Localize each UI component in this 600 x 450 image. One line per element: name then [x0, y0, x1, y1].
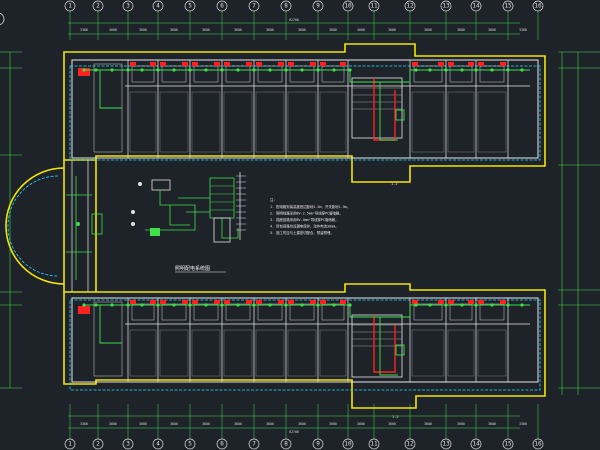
stair-tag-upper: 1-2 [391, 182, 398, 186]
top-overall-dimension: 62700 [289, 18, 299, 22]
grid-axis-label: 11 [370, 441, 378, 448]
dimension-segment: 3600 [109, 422, 117, 426]
note-line: 1. 配电箱安装高度底边距地1.5m，开关距地1.3m。 [270, 204, 350, 209]
dimension-bottom: 62700 3300 3600 3600 3600 3600 3600 3600 3600 36… [68, 415, 527, 434]
grid-axis-label: 13 [442, 3, 450, 10]
upper-wing: 1-2 [63, 43, 546, 186]
grid-axis-label: 10 [344, 441, 352, 448]
dimension-segment: 3600 [424, 422, 432, 426]
dimension-segment: 3600 [234, 422, 242, 426]
grid-axis-label: 8 [284, 3, 288, 10]
dimension-segment: 3600 [357, 422, 365, 426]
grid-axis-label: 14 [472, 3, 480, 10]
dimension-segment: 3600 [388, 422, 396, 426]
notes-heading: 注： [270, 197, 277, 202]
dimension-segment: 3600 [488, 28, 496, 32]
grid-axis-label: 10 [344, 3, 352, 10]
grid-axis-label: 3 [126, 3, 130, 10]
note-line: 5. 施工时应与土建密切配合，预留预埋。 [270, 230, 334, 235]
dimension-left [0, 51, 22, 389]
grid-axis-label: 15 [504, 441, 512, 448]
grid-axis-label: 12 [406, 3, 414, 10]
grid-axis-label: 6 [220, 441, 224, 448]
grid-axis-label: 5 [188, 3, 192, 10]
distribution-system-diagram [131, 172, 246, 243]
dimension-segment: 3600 [488, 422, 496, 426]
note-line: 3. 插座回路采用BV-4mm²导线穿PC管暗敷。 [270, 217, 339, 222]
grid-axis-label: 7 [252, 3, 256, 10]
grid-axis-label: 1 [68, 3, 72, 10]
grid-axis-label: 9 [316, 3, 320, 10]
dimension-right [558, 51, 600, 395]
dimension-top: 62700 3300 3600 3600 3600 3600 3600 3600 3600 36… [68, 18, 527, 35]
dimension-segment: 3600 [139, 28, 147, 32]
dimension-segment: 3600 [139, 422, 147, 426]
grid-axis-label: 14 [472, 441, 480, 448]
dimension-segment: 3600 [266, 422, 274, 426]
lower-wing: 1-2 [63, 283, 546, 419]
diagram-caption: 照明配电系统图 [175, 265, 210, 272]
grid-axis-label: 13 [442, 441, 450, 448]
dimension-segment: 3600 [298, 28, 306, 32]
dimension-segment: 3600 [202, 28, 210, 32]
grid-axis-label: 9 [316, 441, 320, 448]
note-line: 4. 所有回路均设漏电保护，动作电流30mA。 [270, 224, 339, 229]
grid-axis-label: 12 [406, 441, 414, 448]
grid-axis-label: 6 [220, 3, 224, 10]
dimension-segment: 3300 [519, 422, 527, 426]
dimension-segment: 3600 [234, 28, 242, 32]
grid-axis-label: 2 [96, 3, 100, 10]
dimension-segment: 3300 [80, 422, 88, 426]
grid-axis-label: 1 [68, 441, 72, 448]
grid-axis-label: 11 [370, 3, 378, 10]
dimension-segment: 3600 [170, 28, 178, 32]
grid-bubble-edge [0, 12, 5, 26]
grid-axis-label: 5 [188, 441, 192, 448]
grid-axis-label: 16 [534, 441, 542, 448]
note-line: 2. 照明线路采用BV-2.5mm²导线穿PC管暗敷。 [270, 211, 343, 216]
bottom-overall-dimension: 62700 [289, 430, 299, 434]
dimension-segment: 3600 [170, 422, 178, 426]
grid-axis-label: 3 [126, 441, 130, 448]
dimension-segment: 3600 [329, 28, 337, 32]
dimension-segment: 3600 [357, 28, 365, 32]
grid-axis-label: 15 [504, 3, 512, 10]
dimension-segment: 3600 [424, 28, 432, 32]
connector-block [5, 160, 103, 292]
dimension-segment: 3300 [519, 28, 527, 32]
grid-axis-label: 4 [156, 441, 160, 448]
grid-axis-label: 8 [284, 441, 288, 448]
stair-tag-lower: 1-2 [392, 415, 399, 419]
dimension-segment: 3600 [202, 422, 210, 426]
dimension-segment: 3600 [266, 28, 274, 32]
grid-axis-label: 7 [252, 441, 256, 448]
dimension-segment: 3600 [109, 28, 117, 32]
grid-axis-label: 2 [96, 441, 100, 448]
dimension-segment: 3600 [298, 422, 306, 426]
grid-axis-label: 4 [156, 3, 160, 10]
dimension-segment: 3600 [457, 422, 465, 426]
grid-axis-label: 16 [534, 3, 542, 10]
dimension-segment: 3600 [457, 28, 465, 32]
dimension-segment: 3600 [329, 422, 337, 426]
notes-block: 注： 1. 配电箱安装高度底边距地1.5m，开关距地1.3m。 2. 照明线路采用… [270, 197, 350, 235]
dimension-segment: 3300 [80, 28, 88, 32]
dimension-segment: 3600 [388, 28, 396, 32]
